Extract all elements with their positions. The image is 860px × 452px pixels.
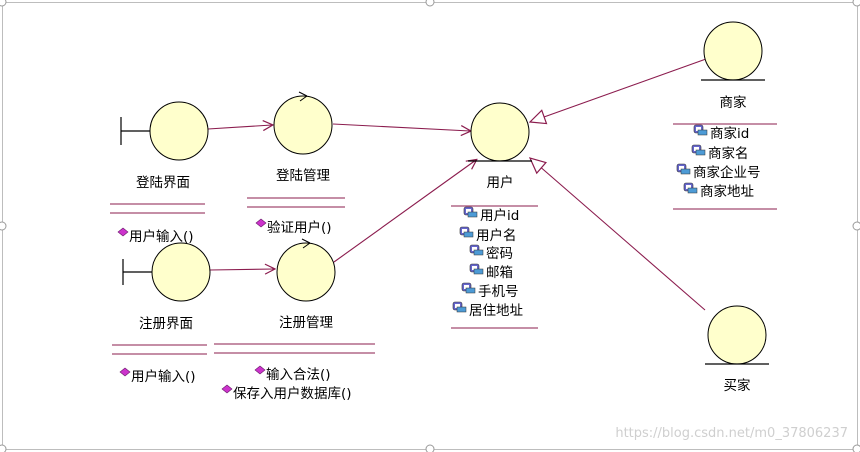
attribute-list: 用户id 用户名 密码 邮箱 手机号 居住地址 bbox=[452, 206, 523, 319]
attribute-row: 商家id bbox=[693, 124, 749, 142]
attribute-label: 邮箱 bbox=[486, 265, 513, 281]
attribute-icon bbox=[683, 182, 698, 194]
class-name: 买家 bbox=[724, 377, 752, 394]
boundary-class-login-ui[interactable]: 登陆界面 用户输入() bbox=[110, 101, 209, 245]
attribute-icon bbox=[693, 124, 708, 136]
link-register-ui-to-register-mgr bbox=[209, 269, 274, 270]
attribute-row: 居住地址 bbox=[452, 301, 523, 319]
link-register-mgr-to-user bbox=[333, 160, 476, 263]
attribute-row: 邮箱 bbox=[469, 263, 513, 281]
operation-label: 验证用户() bbox=[267, 219, 332, 236]
operation-icon bbox=[119, 367, 131, 377]
attribute-icon bbox=[469, 263, 484, 275]
entity-class-buyer[interactable]: 买家 bbox=[705, 305, 769, 394]
attribute-label: 商家id bbox=[710, 125, 749, 142]
operation-row: 用户输入() bbox=[119, 367, 196, 385]
class-name: 登陆管理 bbox=[276, 168, 330, 184]
watermark: https://blog.csdn.net/m0_37806237 bbox=[615, 426, 848, 441]
entity-icon bbox=[701, 21, 765, 81]
operation-label: 用户输入() bbox=[129, 228, 194, 245]
association-links[interactable] bbox=[207, 58, 707, 311]
operation-icon bbox=[255, 218, 267, 228]
attribute-icon bbox=[676, 163, 691, 175]
operation-row: 用户输入() bbox=[117, 227, 194, 245]
class-name: 注册界面 bbox=[139, 316, 193, 332]
attribute-label: 商家名 bbox=[708, 145, 749, 162]
boundary-icon bbox=[122, 242, 211, 302]
attribute-icon bbox=[461, 282, 476, 294]
attribute-row: 商家名 bbox=[691, 144, 749, 162]
boundary-icon bbox=[120, 101, 209, 161]
operation-label: 输入合法() bbox=[266, 367, 331, 383]
attribute-icon bbox=[463, 206, 478, 218]
attribute-row: 商家地址 bbox=[683, 182, 754, 200]
boundary-class-register-ui[interactable]: 注册界面 用户输入() bbox=[112, 242, 211, 385]
entity-icon bbox=[705, 305, 769, 365]
generalization-merchant-to-user bbox=[528, 58, 707, 125]
attribute-label: 用户名 bbox=[476, 227, 517, 244]
class-name: 商家 bbox=[720, 94, 748, 111]
entity-class-merchant[interactable]: 商家 商家id 商家名 商家企业号 商家地址 bbox=[673, 21, 777, 210]
attribute-row: 用户id bbox=[463, 206, 519, 224]
attribute-label: 密码 bbox=[486, 245, 513, 262]
class-name: 登陆界面 bbox=[136, 175, 190, 191]
class-name: 用户 bbox=[487, 174, 514, 191]
control-class-register-mgr[interactable]: 注册管理 输入合法() 保存入用户数据库() bbox=[214, 238, 375, 402]
attribute-icon bbox=[469, 244, 484, 256]
generalization-buyer-to-user bbox=[528, 157, 706, 311]
operation-row: 保存入用户数据库() bbox=[221, 384, 352, 402]
operation-row: 输入合法() bbox=[254, 365, 331, 383]
attribute-label: 商家企业号 bbox=[693, 164, 761, 181]
attribute-label: 居住地址 bbox=[469, 303, 523, 319]
attribute-row: 手机号 bbox=[461, 282, 519, 300]
operation-icon bbox=[221, 384, 233, 394]
entity-class-user[interactable]: 用户 用户id 用户名 密码 邮箱 手机号 bbox=[451, 102, 538, 329]
link-login-ui-to-login-mgr bbox=[207, 125, 272, 129]
attribute-list: 商家id 商家名 商家企业号 商家地址 bbox=[676, 124, 761, 200]
operation-row: 验证用户() bbox=[255, 218, 332, 236]
attribute-label: 手机号 bbox=[478, 284, 519, 300]
attribute-icon bbox=[459, 226, 474, 238]
link-login-mgr-to-user bbox=[332, 123, 470, 131]
attribute-row: 商家企业号 bbox=[676, 163, 761, 181]
operation-label: 用户输入() bbox=[131, 368, 196, 385]
attribute-row: 用户名 bbox=[459, 226, 517, 244]
attribute-label: 商家地址 bbox=[700, 183, 754, 200]
control-class-login-mgr[interactable]: 登陆管理 验证用户() bbox=[247, 91, 345, 236]
operation-label: 保存入用户数据库() bbox=[233, 385, 352, 402]
entity-icon bbox=[468, 102, 532, 162]
operation-icon bbox=[254, 365, 266, 375]
attribute-icon bbox=[452, 301, 467, 313]
operation-icon bbox=[117, 227, 129, 237]
class-name: 注册管理 bbox=[279, 315, 333, 331]
control-icon bbox=[273, 91, 333, 155]
control-icon bbox=[276, 238, 336, 302]
attribute-icon bbox=[691, 144, 706, 156]
attribute-row: 密码 bbox=[469, 244, 513, 262]
attribute-label: 用户id bbox=[480, 207, 519, 224]
